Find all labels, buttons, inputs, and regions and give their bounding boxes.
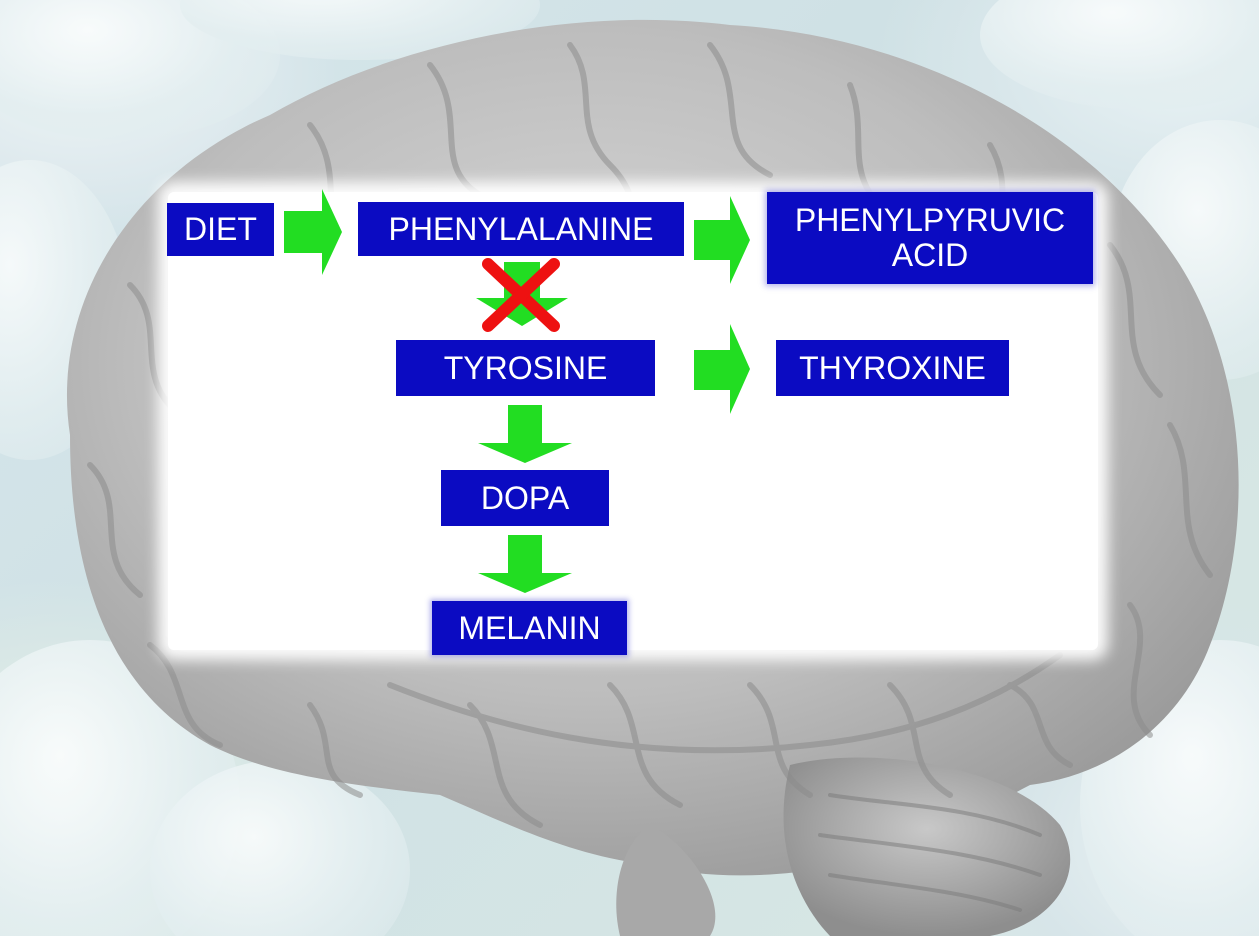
node-dopa-label: DOPA — [481, 481, 569, 516]
node-phenylpyruvic-acid-label: PHENYLPYRUVIC ACID — [773, 203, 1087, 272]
node-diet: DIET — [167, 203, 274, 256]
node-tyrosine-label: TYROSINE — [444, 351, 608, 386]
arrow-right-icon — [694, 196, 750, 284]
node-tyrosine: TYROSINE — [396, 340, 655, 396]
node-thyroxine-label: THYROXINE — [799, 351, 986, 386]
node-phenylpyruvic-acid: PHENYLPYRUVIC ACID — [767, 192, 1093, 284]
node-melanin-label: MELANIN — [458, 611, 600, 646]
node-diet-label: DIET — [184, 212, 257, 247]
arrow-down-icon — [478, 405, 572, 463]
arrow-right-icon — [694, 324, 750, 414]
node-phenylalanine: PHENYLALANINE — [358, 202, 684, 256]
arrow-right-icon — [284, 189, 342, 275]
node-phenylalanine-label: PHENYLALANINE — [389, 212, 654, 247]
node-melanin: MELANIN — [432, 601, 627, 655]
red-x-icon — [478, 258, 564, 332]
arrow-down-icon — [478, 535, 572, 593]
node-dopa: DOPA — [441, 470, 609, 526]
node-thyroxine: THYROXINE — [776, 340, 1009, 396]
